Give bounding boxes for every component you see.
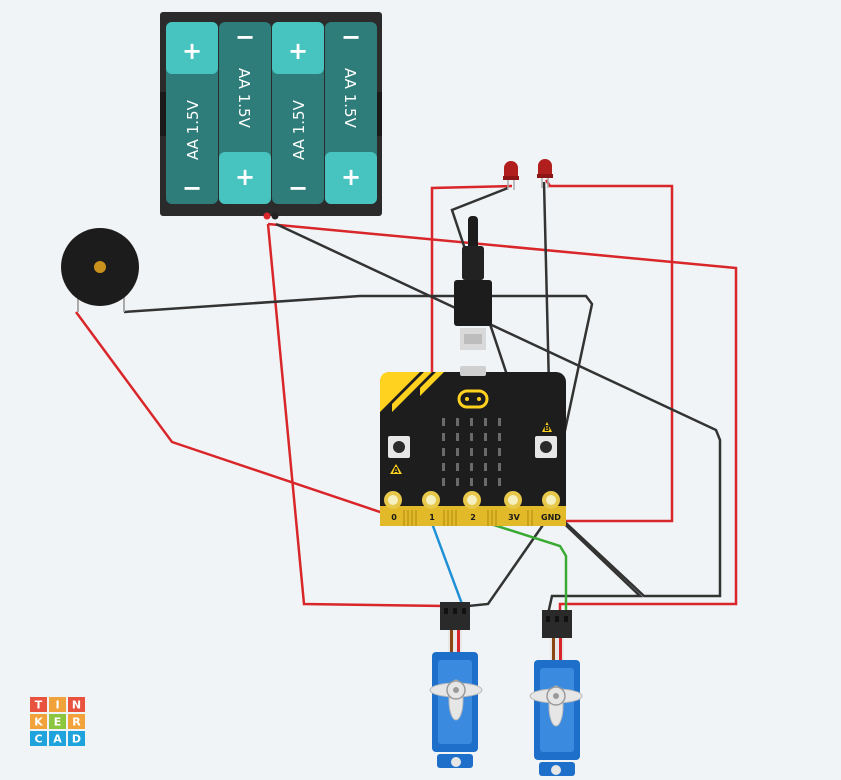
battery-cell-3: + − AA 1.5V — [272, 22, 324, 204]
wire-gnd-right-servo-black[interactable] — [546, 511, 644, 615]
servo-left[interactable] — [429, 602, 483, 768]
pin-3v[interactable]: 3V — [504, 491, 522, 522]
servo-left-connector — [440, 602, 470, 630]
cell-4-label: AA 1.5V — [341, 68, 359, 129]
cell-1-top-terminal: + — [182, 37, 202, 65]
logo-letter-t: T — [35, 699, 43, 712]
wire-buzzer-red-pin0[interactable] — [74, 311, 393, 518]
stripe-1 — [380, 372, 420, 412]
logo-tile-n — [68, 697, 85, 712]
pin-2-label: 2 — [470, 513, 476, 522]
pin-gnd-label: GND — [541, 513, 561, 522]
logo-letter-a: A — [53, 733, 62, 746]
logo-letter-i: I — [55, 699, 59, 712]
logo-letter-n: N — [72, 699, 81, 712]
wire-battery-positive-red[interactable] — [267, 222, 738, 614]
logo-letter-r: R — [72, 716, 81, 729]
microbit-logo — [457, 389, 489, 409]
button-a-label: A — [393, 466, 400, 475]
button-a[interactable]: A — [388, 436, 410, 475]
cell-4-bottom-terminal: + — [341, 163, 361, 191]
battery-terminal-negative[interactable] — [271, 212, 279, 220]
pin-2[interactable]: 2 — [463, 491, 481, 522]
logo-letter-d: D — [72, 733, 81, 746]
pin-0-label: 0 — [391, 513, 397, 522]
stripe-3 — [420, 372, 444, 396]
led-2[interactable] — [537, 159, 553, 188]
logo-letter-k: K — [34, 716, 43, 729]
cell-2-top-terminal: − — [235, 23, 255, 51]
wire-pin1-blue-servo[interactable] — [428, 517, 464, 617]
pin-1[interactable]: 1 — [422, 491, 440, 522]
cell-3-label: AA 1.5V — [290, 99, 308, 160]
edge-fingers — [403, 510, 533, 526]
stripe-2 — [392, 372, 432, 412]
logo-tile-k — [30, 714, 47, 729]
cell-1-bottom-terminal: − — [182, 174, 202, 202]
pin-3v-label: 3V — [508, 513, 521, 522]
logo-tile-r — [68, 714, 85, 729]
led-matrix — [442, 418, 501, 486]
tinkercad-logo[interactable]: T I N K E R C A D — [30, 697, 85, 746]
logo-tile-e — [49, 714, 66, 729]
cell-3-bottom-terminal: − — [288, 174, 308, 202]
logo-tile-c — [30, 731, 47, 746]
microbit-usb-port — [460, 366, 486, 376]
edge-connector — [380, 506, 566, 526]
cell-2-label: AA 1.5V — [235, 68, 253, 129]
logo-letter-c: C — [34, 733, 42, 746]
servo-right-connector — [542, 610, 572, 638]
pin-1-label: 1 — [429, 513, 435, 522]
wire-pin2-green-servo[interactable] — [471, 516, 568, 614]
battery-cell-4: − + AA 1.5V — [325, 22, 377, 204]
wire-gnd-left-servo-black[interactable] — [464, 511, 554, 617]
button-b[interactable]: B — [535, 422, 557, 458]
cell-1-label: AA 1.5V — [184, 99, 202, 160]
logo-tile-t — [30, 697, 47, 712]
usb-cable[interactable] — [454, 216, 492, 350]
led-1[interactable] — [503, 161, 519, 190]
pin-0[interactable]: 0 — [384, 491, 402, 522]
logo-tile-d — [68, 731, 85, 746]
wires — [74, 179, 738, 617]
cell-3-top-terminal: + — [288, 37, 308, 65]
cell-2-bottom-terminal: + — [235, 163, 255, 191]
wire-buzzer-black-gnd[interactable] — [123, 294, 594, 511]
button-b-label: B — [544, 424, 550, 433]
cell-4-top-terminal: − — [341, 23, 361, 51]
servo-right[interactable] — [529, 610, 583, 776]
piezo-buzzer[interactable] — [61, 228, 139, 312]
pin-gnd[interactable]: GND — [541, 491, 561, 522]
buzzer-center — [94, 261, 106, 273]
logo-tile-i — [49, 697, 66, 712]
battery-clip-left — [160, 92, 168, 136]
battery-terminal-positive[interactable] — [263, 212, 271, 220]
battery-clip-right — [374, 92, 382, 136]
wire-led-red-loop[interactable] — [430, 179, 674, 523]
battery-pack[interactable]: + − AA 1.5V − + AA 1.5V + − AA 1.5V − + … — [160, 12, 382, 220]
battery-cell-2: − + AA 1.5V — [219, 22, 271, 204]
battery-cell-1: + − AA 1.5V — [166, 22, 218, 204]
logo-letter-e: E — [54, 716, 62, 729]
microbit-board[interactable]: A B 0 1 2 — [380, 366, 566, 526]
logo-tile-a — [49, 731, 66, 746]
wire-battery-negative-black[interactable] — [275, 222, 722, 598]
